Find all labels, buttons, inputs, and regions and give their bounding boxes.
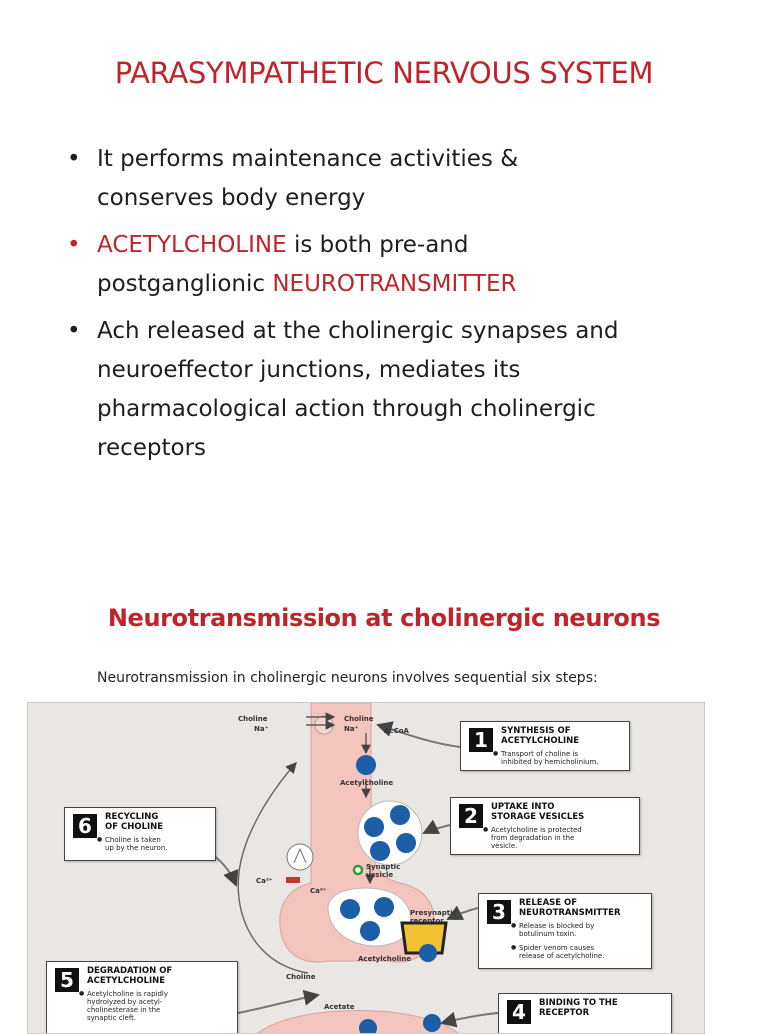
label-choline: Choline [286,973,316,981]
step-number: 2 [459,804,483,828]
acetylcholine-molecule [356,755,376,775]
acetylcholine-molecule [340,899,360,919]
bullet-text: receptors [97,435,207,461]
pointer-arrow [446,905,479,920]
step-number: 6 [73,814,97,838]
label-synaptic-vesicle: Synaptic vesicle [366,863,401,879]
label-accoa: AcCoA [384,727,409,735]
label-sodium: Na⁺ [254,725,269,733]
step-number: 3 [487,900,511,924]
label-presynaptic-receptor: Presynaptic receptor [410,909,457,925]
section-title: Neurotransmission at cholinergic neurons [107,604,661,632]
step-note-cont: botulinum toxin. [519,930,577,938]
acetylcholine-molecule [390,805,410,825]
highlight-acetylcholine: ACETYLCHOLINE [97,232,287,258]
label-choline: Choline [344,715,374,723]
label-sodium: Na⁺ [344,725,359,733]
step-note: Acetylcholine is rapidly [79,990,168,998]
label-acetate: Acetate [324,1003,355,1011]
diagram-graphics [212,703,499,1033]
bullet-dot: • [67,318,81,344]
bullet-item: • It performs maintenance activities & c… [64,140,724,218]
slide-title: PARASYMPATHETIC NERVOUS SYSTEM [114,56,654,90]
label-acetylcholine: Acetylcholine [340,779,394,787]
acetylcholine-molecule [419,944,437,962]
bullet-item: • ACETYLCHOLINE is both pre-and postgang… [64,226,724,304]
bullet-dot: • [67,146,81,172]
step-note: Choline is taken [97,836,161,844]
acetylcholine-molecule [396,833,416,853]
bullet-text: Ach released at the cholinergic synapses… [97,318,619,344]
bullet-item: • Ach released at the cholinergic synaps… [64,312,724,468]
acetylcholine-molecule [370,841,390,861]
bullet-dot: • [67,232,81,258]
bullet-text: pharmacological action through cholinerg… [97,396,596,422]
bullet-list: • It performs maintenance activities & c… [64,140,724,476]
step-note: Acetylcholine is protected [483,826,582,834]
pointer-arrow [422,819,451,834]
bullet-text: conserves body energy [97,185,366,211]
pointer-arrow [440,1011,499,1028]
highlight-neurotransmitter: NEUROTRANSMITTER [272,271,517,297]
bullet-text: postganglionic [97,271,273,297]
step-note-cont: from degradation in the [491,834,575,842]
pointer-arrow [237,989,320,1014]
step-number: 1 [469,728,493,752]
label-choline: Choline [238,715,268,723]
step-note-cont: hydrolyzed by acetyl- [87,998,163,1006]
recycling-arrow [237,761,309,974]
step-number: 4 [507,1000,531,1024]
synaptic-vesicle-marker [352,864,364,876]
pointer-arrow [212,854,239,887]
step-note-cont: vesicle. [491,842,518,850]
step-note-cont: release of acetylcholine. [519,952,605,960]
acetylcholine-molecule [423,1014,441,1032]
step-note-cont: synaptic cleft. [87,1014,137,1022]
step-note: Spider venom causes [511,944,594,952]
step-number: 5 [55,968,79,992]
bullet-text: neuroeffector junctions, mediates its [97,357,521,383]
cholinergic-neuron-diagram: Choline Na⁺ Choline Na⁺ AcCoA Acetylchol… [27,702,705,1034]
step-note-cont: cholinesterase in the [87,1006,161,1014]
label-calcium: Ca²⁺ [256,877,273,885]
acetylcholine-molecule [360,921,380,941]
presynaptic-receptor [400,921,448,955]
intro-text: Neurotransmission in cholinergic neurons… [97,670,598,686]
label-acetylcholine: Acetylcholine [358,955,412,963]
acetylcholine-molecule [374,897,394,917]
step-note-cont: inhibited by hemicholinium. [501,758,599,766]
step-note: Release is blocked by [511,922,594,930]
pointer-arrow [376,721,461,748]
bullet-text: is both pre-and [286,232,469,258]
step-note: Transport of choline is [493,750,578,758]
label-calcium: Ca²⁺ [310,887,327,895]
bullet-text: It performs maintenance activities & [97,146,519,172]
acetylcholine-molecule [364,817,384,837]
calcium-channel [286,843,314,871]
step-note-cont: up by the neuron. [105,844,168,852]
